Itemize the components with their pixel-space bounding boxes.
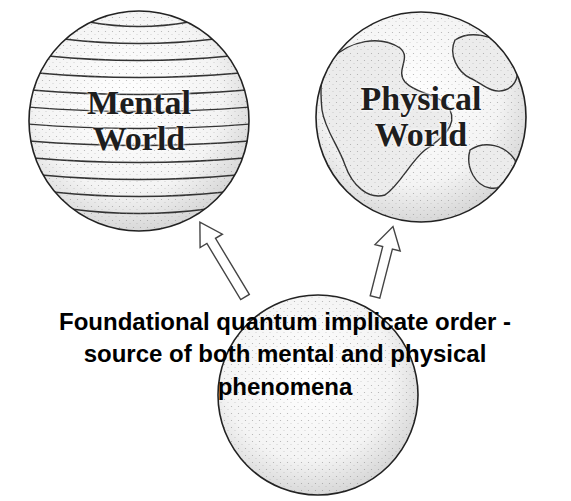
mental-world-sphere: Mental World [29, 11, 249, 231]
sphere-ground [29, 11, 249, 231]
caption-text: Foundational quantum implicate order - s… [35, 306, 535, 403]
sphere-title: Physical World [361, 81, 482, 152]
foundation-sphere: Foundational quantum implicate order - s… [35, 300, 535, 495]
sphere-title: Mental World [87, 85, 191, 156]
hollow-arrow [370, 227, 400, 299]
sphere-ground [316, 12, 526, 222]
physical-world-sphere: Physical World [316, 12, 526, 222]
hollow-arrow [200, 222, 249, 300]
